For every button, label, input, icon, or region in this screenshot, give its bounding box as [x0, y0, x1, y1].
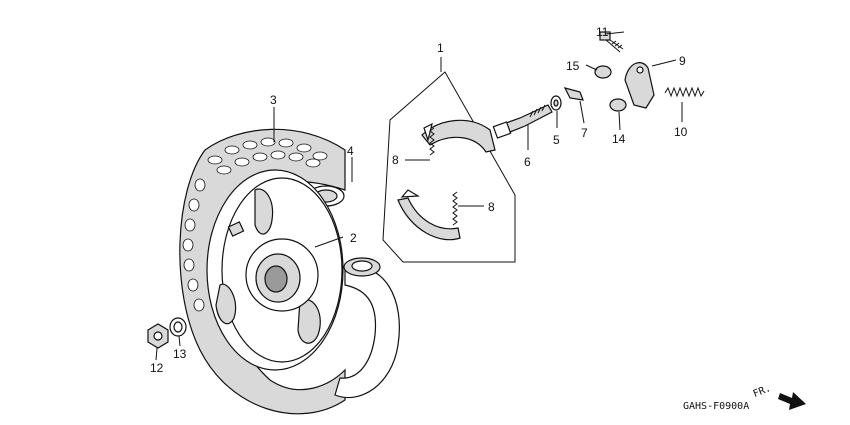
- callout-4: 4: [347, 144, 354, 158]
- bolt: [599, 31, 624, 53]
- callout-10: 10: [674, 125, 688, 139]
- wheel-rim: [206, 169, 344, 371]
- leader-lines: [155, 31, 683, 361]
- brake-arm-spring: [664, 86, 705, 98]
- nut: [594, 65, 612, 79]
- tire: [179, 128, 346, 415]
- front-direction-arrow: [778, 392, 806, 410]
- callout-9: 9: [679, 54, 686, 68]
- callout-8-upper: 8: [392, 153, 399, 167]
- brake-shoe-group: [382, 57, 516, 263]
- callout-12: 12: [150, 361, 164, 375]
- inner-tube: [334, 257, 400, 399]
- brake-arm-hole: [636, 66, 644, 74]
- callout-13: 13: [173, 347, 187, 361]
- brake-arm: [624, 62, 655, 109]
- callout-1: 1: [437, 41, 444, 55]
- joint-pin: [609, 98, 627, 112]
- callout-5: 5: [553, 133, 560, 147]
- callout-6: 6: [524, 155, 531, 169]
- callout-11: 11: [596, 25, 609, 39]
- brake-cam: [492, 104, 553, 139]
- felt-seal-hole: [553, 99, 559, 107]
- diagram-code: GAHS-F0900A: [683, 401, 749, 412]
- callout-15: 15: [566, 59, 580, 73]
- callout-2: 2: [350, 231, 357, 245]
- callout-7: 7: [581, 126, 588, 140]
- callout-8-lower: 8: [488, 200, 495, 214]
- axle-nut-hole: [153, 331, 163, 341]
- wear-indicator-plate: [563, 87, 584, 101]
- direction-label: FR.: [752, 383, 773, 400]
- callout-3: 3: [270, 93, 277, 107]
- callout-14: 14: [612, 132, 626, 146]
- callouts: 1 2 3 4 5 6 7 8 8 9 10 11 12 13 14 15: [150, 25, 688, 375]
- washer-hole: [173, 321, 183, 333]
